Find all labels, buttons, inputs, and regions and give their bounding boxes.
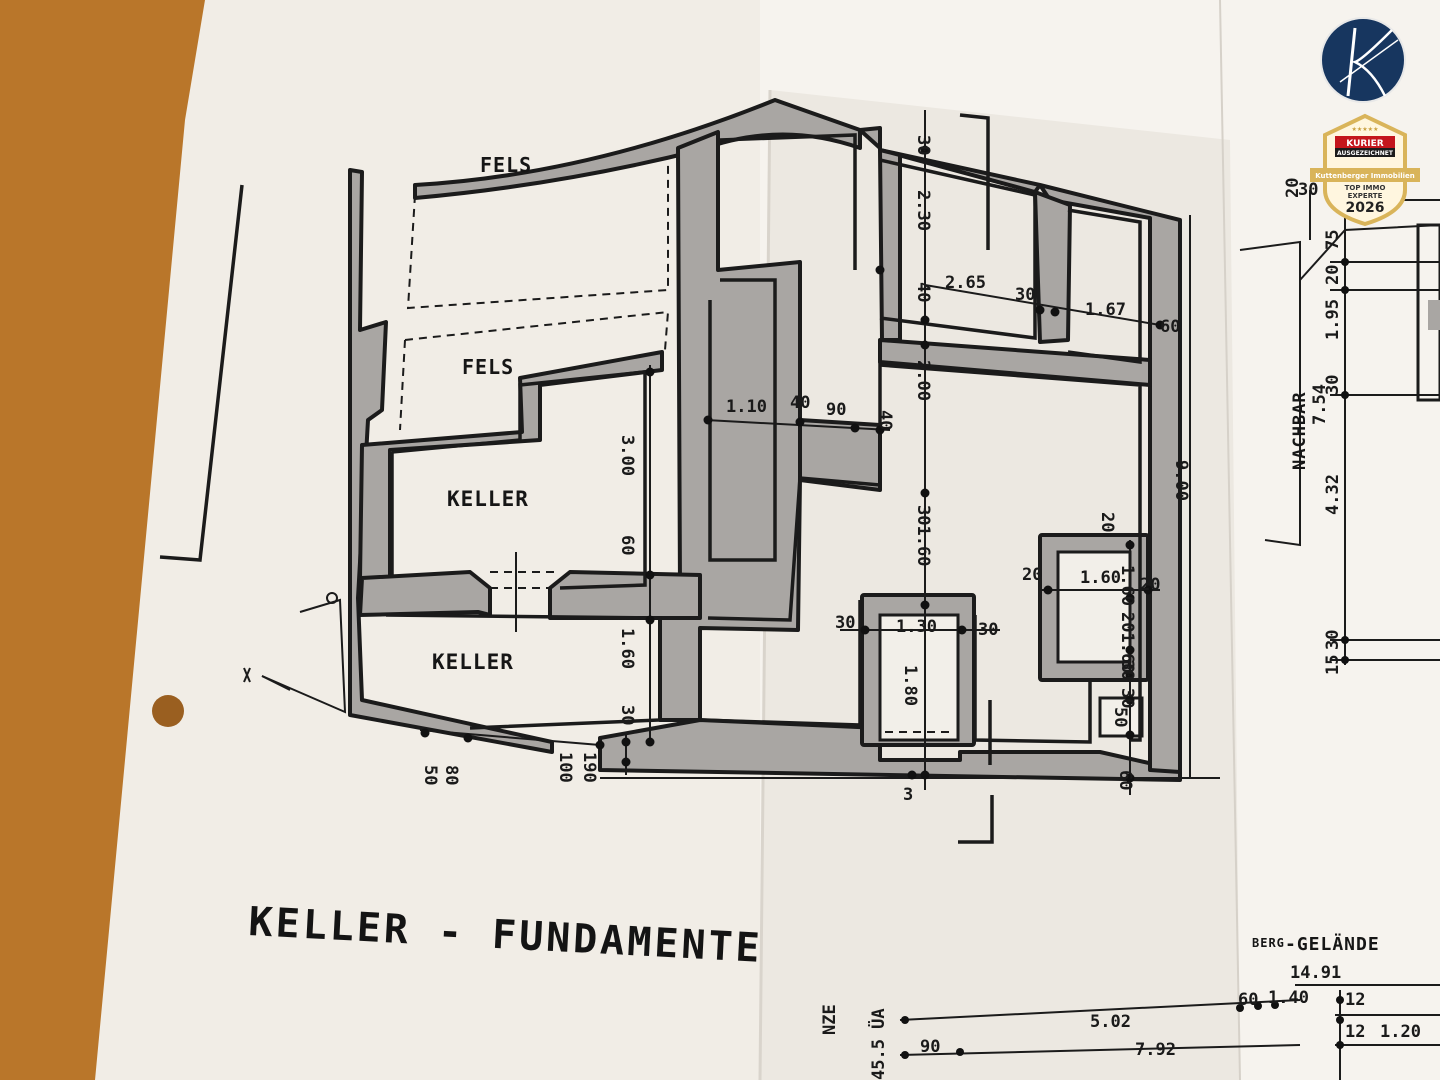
bd-1-40: 1.40 <box>1268 988 1309 1008</box>
bd-1-20: 1.20 <box>1380 1022 1421 1042</box>
dim-1-60-a: 1.60 <box>1080 568 1121 588</box>
rs-dim-4-32: 4.32 <box>1323 474 1343 515</box>
label-fels-mid: FELS <box>462 355 514 379</box>
dim-100: 100 <box>555 752 575 783</box>
wall-right-vertical <box>878 148 902 342</box>
rs-dim-30c: 30 <box>1298 180 1318 200</box>
wall-keller-top <box>358 350 664 580</box>
dim-30-top: 30 <box>913 135 933 155</box>
dim-1-60-b: 1.60 <box>1117 565 1137 606</box>
dim-301-60: 301.60 <box>913 505 933 566</box>
bd-12b: 12 <box>1345 1022 1365 1042</box>
punch-hole <box>152 695 184 727</box>
dim-201-60: 201.60 <box>1117 612 1137 673</box>
dim-60-left: 60 <box>617 535 637 555</box>
paper-sheet-left <box>95 0 770 1080</box>
company-logo <box>1320 17 1406 103</box>
rs-dim-30b: 30 <box>1323 630 1343 650</box>
badge-brand: KURIER <box>1346 139 1384 149</box>
dim-1-30: 1.30 <box>896 617 937 637</box>
label-berg-gelaende: -GELÄNDE <box>1285 933 1380 955</box>
wall-right-top <box>858 126 1182 774</box>
badge-year: 2026 <box>1346 200 1385 216</box>
wall-keller-divider <box>358 570 492 617</box>
label-nachbar: NACHBAR <box>1290 391 1310 470</box>
bd-14-91: 14.91 <box>1290 963 1341 983</box>
rs-dim-20b: 20 <box>1323 265 1343 285</box>
label-keller-lower: KELLER <box>432 650 514 674</box>
dim-3-00: 3.00 <box>617 435 637 476</box>
rs-dim-75: 75 <box>1323 230 1343 250</box>
dim-2-30: 2.30 <box>913 190 933 231</box>
dim-2-00: 2.00 <box>913 360 933 401</box>
dim-20-a: 20 <box>1097 512 1117 532</box>
badge-line3: EXPERTE <box>1348 192 1383 200</box>
rs-dim-7-54: 7.54 <box>1310 384 1330 425</box>
wall-room-split <box>1033 190 1072 344</box>
dim-3: 3 <box>903 785 913 805</box>
dim-30-f: 30 <box>1117 688 1137 708</box>
wall-diag-segment <box>798 418 882 492</box>
dim-20-c: 20 <box>1140 575 1160 595</box>
rs-dim-1-95: 1.95 <box>1323 299 1343 340</box>
dim-40-c: 40 <box>875 410 895 430</box>
bd-60: 60 <box>1238 990 1258 1010</box>
dim-190: 190 <box>579 752 599 783</box>
rs-dim-30: 30 <box>1323 375 1343 395</box>
label-berg-prefix: BERG <box>1252 936 1285 950</box>
dim-40-a: 40 <box>913 282 933 302</box>
rs-dim-15: 15 <box>1323 655 1343 675</box>
dim-60-right: 60 <box>1160 317 1180 337</box>
label-fels-top: FELS <box>480 153 532 177</box>
dim-30-e: 30 <box>1117 660 1137 680</box>
label-keller-upper: KELLER <box>447 487 529 511</box>
badge-company: Kuttenberger Immobilien <box>1315 172 1415 180</box>
dim-1-60-c: 1.60 <box>617 628 637 669</box>
dim-30-d: 30 <box>978 620 998 640</box>
dim-1-10: 1.10 <box>726 397 767 417</box>
rs-dim-20: 20 <box>1283 178 1303 198</box>
award-badge: ★★★★★ KURIER AUSGEZEICHNET Kuttenberger … <box>1310 113 1420 227</box>
wall-keller-divider-right <box>548 570 702 620</box>
badge-line1: AUSGEZEICHNET <box>1337 150 1394 157</box>
dim-50-r: 50 <box>1110 707 1130 727</box>
svg-text:★★★★★: ★★★★★ <box>1352 126 1379 133</box>
dim-60-bot: 60 <box>1115 770 1135 790</box>
dim-1-67: 1.67 <box>1085 300 1126 320</box>
dim-1-80: 1.80 <box>900 665 920 706</box>
bd-7-92: 7.92 <box>1135 1040 1176 1060</box>
label-grenze-fragment: NZE <box>820 1004 840 1035</box>
bd-90: 90 <box>920 1037 940 1057</box>
bd-12a: 12 <box>1345 990 1365 1010</box>
dim-40-b: 40 <box>790 393 810 413</box>
dim-90: 90 <box>826 400 846 420</box>
dim-9-00: 9.00 <box>1171 460 1191 501</box>
dim-80: 80 <box>441 765 461 785</box>
bd-5-02: 5.02 <box>1090 1012 1131 1032</box>
dim-2-65: 2.65 <box>945 273 986 293</box>
dim-30-c: 30 <box>835 613 855 633</box>
dim-20-b: 20 <box>1022 565 1042 585</box>
wall-top-fels <box>413 98 862 200</box>
dim-30-mid: 30 <box>1015 285 1035 305</box>
badge-line2: TOP IMMO <box>1345 184 1386 192</box>
dim-30-g: 30 <box>617 705 637 725</box>
label-ua: 45.5 ÜA <box>867 1008 889 1080</box>
dim-50: 50 <box>420 765 440 785</box>
